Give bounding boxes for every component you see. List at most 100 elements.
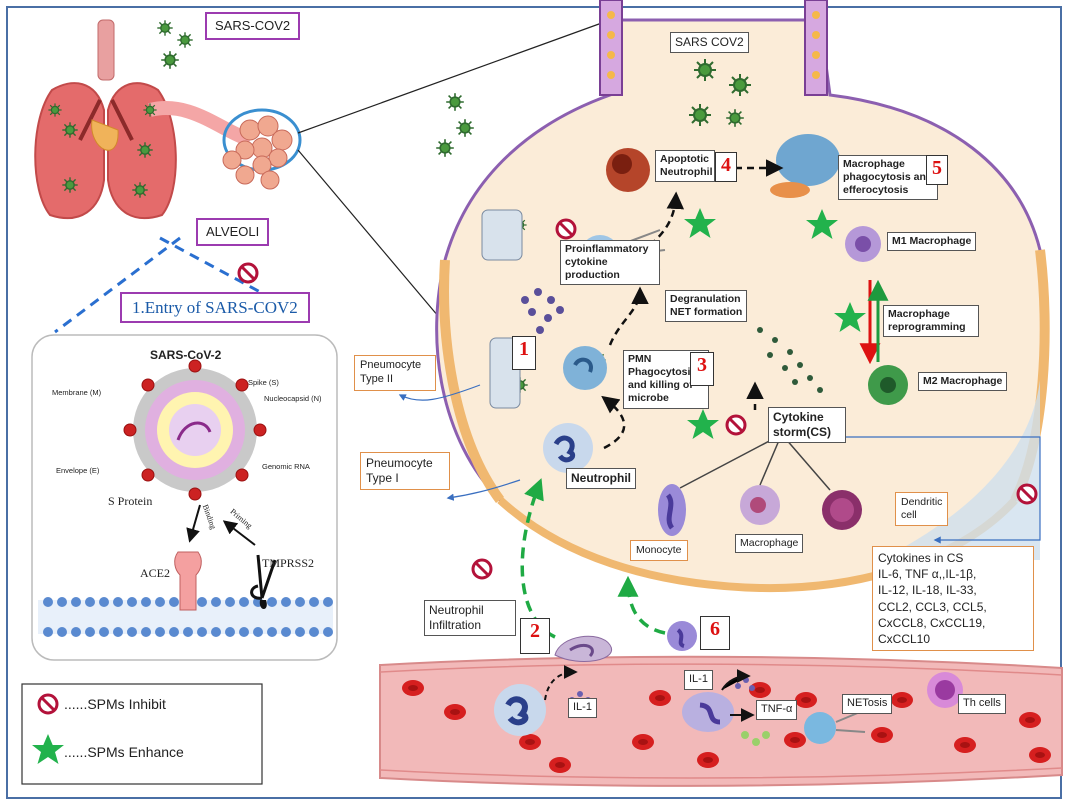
connector-pneumocyte1 xyxy=(446,479,521,501)
virus-particle xyxy=(445,92,465,112)
alveoli-label: ALVEOLI xyxy=(196,218,270,247)
macrophage-reprogramming-label: Macrophage reprogramming xyxy=(883,305,979,338)
cell-link-line xyxy=(784,437,831,491)
virus-particle xyxy=(435,138,455,158)
m2-macrophage-label: M2 Macrophage xyxy=(918,372,1008,392)
macrophage-phagocytosis-cell xyxy=(770,134,840,198)
red-blood-cell xyxy=(1019,712,1041,728)
th-cell xyxy=(927,672,963,708)
sars-cov2-label: SARS-COV2 xyxy=(205,12,301,41)
pneumocyte-type1-label: Pneumocyte Type I xyxy=(360,452,450,490)
cytokine-storm-dots xyxy=(757,327,823,393)
m1-macrophage-cell xyxy=(845,226,881,262)
neutrophil-infiltration-label: Neutrophil Infiltration xyxy=(424,600,516,636)
apoptotic-neutrophil-label: Apoptotic Neutrophil xyxy=(655,150,715,183)
zoom-line xyxy=(297,149,461,343)
connector-to-cytokines-box xyxy=(845,436,1041,544)
legend-inhibit-label: ......SPMs Inhibit xyxy=(64,696,166,712)
genomic-rna-label: Genomic RNA xyxy=(262,462,310,471)
connector-pneumocyte2 xyxy=(398,384,481,401)
m1-macrophage-label: M1 Macrophage xyxy=(887,232,977,252)
virus-particle xyxy=(688,103,712,127)
m2-macrophage-cell xyxy=(868,365,908,405)
cytokine-dots xyxy=(521,288,564,334)
tmprss2-label: TMPRSS2 xyxy=(262,556,315,570)
inhibit-icon xyxy=(725,414,747,436)
zoom-line xyxy=(297,19,611,134)
proinflammatory-label: Proinflammatory cytokine production xyxy=(560,240,660,286)
dashed-connector xyxy=(159,236,276,302)
step-number-4: 4 xyxy=(715,152,737,182)
inhibit-icon xyxy=(1016,483,1038,505)
vessel-monocyte-2 xyxy=(682,692,734,732)
cell-link-line xyxy=(759,437,781,486)
red-blood-cell xyxy=(784,732,806,748)
virion-inset xyxy=(31,334,338,661)
envelope-label: Envelope (E) xyxy=(56,466,100,475)
neutrophil-cell xyxy=(543,423,593,473)
membrane-label: Membrane (M) xyxy=(52,388,102,397)
cytokine-storm-label: Cytokine storm(CS) xyxy=(768,407,846,443)
macrophage-cell xyxy=(740,485,780,525)
neutrophil-label: Neutrophil xyxy=(566,468,636,489)
legend-box xyxy=(21,683,263,785)
inhibit-icon xyxy=(237,262,259,284)
legend-enhance-label: ......SPMs Enhance xyxy=(64,744,184,760)
virus-particle xyxy=(693,58,717,82)
red-blood-cell xyxy=(444,704,466,720)
red-blood-cell xyxy=(697,752,719,768)
red-blood-cell xyxy=(795,692,817,708)
inhibit-icon xyxy=(555,218,577,240)
step-number-2: 2 xyxy=(520,618,550,654)
arrow-neutrophil-to-pmn xyxy=(601,395,626,450)
inhibit-icon xyxy=(471,558,493,580)
dendritic-cell xyxy=(822,490,862,530)
entry-label: 1.Entry of SARS-COV2 xyxy=(120,292,310,324)
alveolus-sars-cov2-label: SARS COV2 xyxy=(670,32,749,53)
step-number-5: 5 xyxy=(926,155,948,185)
th-cells-label: Th cells xyxy=(958,694,1006,714)
spike-label: Spike (S) xyxy=(248,378,279,387)
virus-particle xyxy=(725,108,745,128)
red-blood-cell xyxy=(1029,747,1051,763)
monocyte-label: Monocyte xyxy=(630,540,688,562)
cytokines-in-cs-label: Cytokines in CS IL-6, TNF α,,IL-1β, IL-1… xyxy=(872,546,1034,652)
red-blood-cell xyxy=(549,757,571,773)
infiltration-arrow xyxy=(617,575,666,635)
step-number-3: 3 xyxy=(690,352,714,386)
pneumocyte-type2-label: Pneumocyte Type II xyxy=(354,355,436,391)
dendritic-cell-label: Dendritic cell xyxy=(895,492,949,527)
pmn-cell xyxy=(563,346,607,390)
netosis-label: NETosis xyxy=(842,694,893,714)
monocyte-cell xyxy=(658,484,686,536)
red-blood-cell xyxy=(871,727,893,743)
figure-frame xyxy=(6,6,1062,799)
macrophage-phagocytosis-label: Macrophage phagocytosis and efferocytosi… xyxy=(838,155,938,201)
degranulation-label: Degranulation NET formation xyxy=(665,290,748,323)
lungs-illustration xyxy=(34,19,302,220)
ace2-label: ACE2 xyxy=(140,566,170,580)
macrophage-label: Macrophage xyxy=(735,534,804,554)
step-number-1: 1 xyxy=(512,336,536,370)
virus-particle xyxy=(455,118,475,138)
dashed-connector xyxy=(54,236,181,334)
arrow-vessel-neutrophil xyxy=(544,665,578,701)
cell-link-line xyxy=(679,437,776,489)
virus-particle xyxy=(176,31,194,49)
il1-label: IL-1 xyxy=(568,698,597,718)
red-blood-cell xyxy=(519,734,541,750)
nucleocapsid-label: Nucleocapsid (N) xyxy=(264,394,322,403)
virus-particle xyxy=(728,73,752,97)
vessel-neutrophil xyxy=(494,684,546,736)
apoptotic-neutrophil-cell xyxy=(606,148,650,192)
red-blood-cell xyxy=(649,690,671,706)
virion-title: SARS-CoV-2 xyxy=(150,348,222,362)
vessel-monocyte xyxy=(667,621,697,651)
step-number-6: 6 xyxy=(700,616,730,650)
inhibit-icon xyxy=(37,693,59,715)
virus-particle xyxy=(160,50,180,70)
s-protein-label: S Protein xyxy=(108,494,153,508)
arrow-il1 xyxy=(721,669,751,691)
tnf-alpha-label: TNF-α xyxy=(756,700,798,720)
